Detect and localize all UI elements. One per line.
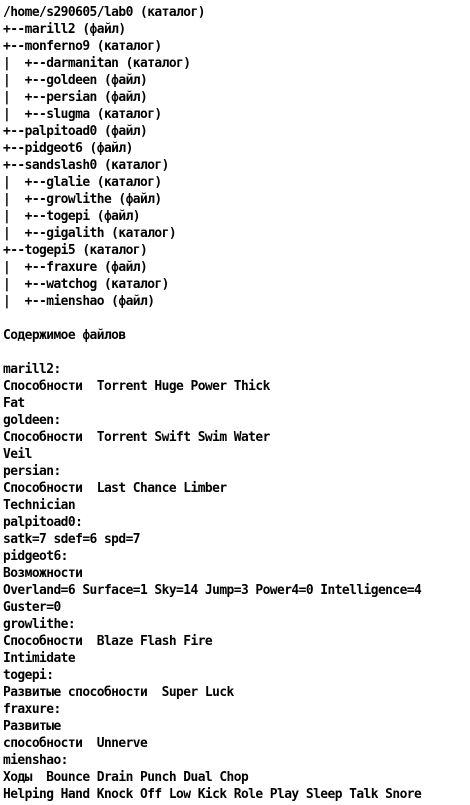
terminal-line: +--monferno9 (каталог) (3, 39, 162, 54)
terminal-line: +--marill2 (файл) (3, 22, 126, 37)
terminal-line: Overland=6 Surface=1 Sky=14 Jump=3 Power… (3, 583, 422, 598)
terminal-line (3, 344, 470, 361)
terminal-line: | +--mienshao (файл) (3, 294, 155, 309)
terminal-line: Способности Blaze Flash Fire (3, 634, 213, 649)
terminal-line: Развитые (3, 719, 61, 734)
terminal-line: growlithe: (3, 617, 76, 632)
terminal-line: Возможности (3, 566, 83, 581)
terminal-line: | +--growlithe (файл) (3, 192, 162, 207)
terminal-line: способности Unnerve (3, 736, 148, 751)
terminal-line: Способности Last Chance Limber (3, 481, 227, 496)
terminal-line: Способности Torrent Huge Power Thick (3, 379, 270, 394)
terminal-line: mienshao: (3, 753, 68, 768)
terminal-line: /home/s290605/lab0 (каталог) (3, 5, 205, 20)
terminal-line: pidgeot6: (3, 549, 68, 564)
terminal-line: goldeen: (3, 413, 61, 428)
terminal-line: | +--fraxure (файл) (3, 260, 148, 275)
terminal-line: persian: (3, 464, 61, 479)
terminal-line: | +--gigalith (каталог) (3, 226, 177, 241)
terminal-line: | +--watchog (каталог) (3, 277, 169, 292)
terminal-line: Fat (3, 396, 25, 411)
terminal-line: | +--darmanitan (каталог) (3, 56, 191, 71)
terminal-line: | +--goldeen (файл) (3, 73, 148, 88)
terminal-line: fraxure: (3, 702, 61, 717)
terminal-line: | +--glalie (каталог) (3, 175, 162, 190)
terminal-line: | +--persian (файл) (3, 90, 148, 105)
terminal-line: Veil (3, 447, 32, 462)
terminal-line: satk=7 sdef=6 spd=7 (3, 532, 141, 547)
terminal-line: | +--slugma (каталог) (3, 107, 162, 122)
terminal-line (3, 310, 470, 327)
terminal-line: Helping Hand Knock Off Low Kick Role Pla… (3, 787, 422, 802)
terminal-line: +--palpitoad0 (файл) (3, 124, 148, 139)
terminal-line: palpitoad0: (3, 515, 83, 530)
terminal-line: +--sandslash0 (каталог) (3, 158, 169, 173)
terminal-line: Способности Torrent Swift Swim Water (3, 430, 270, 445)
terminal-line: Содержимое файлов (3, 328, 126, 343)
terminal-line: Technician (3, 498, 76, 513)
terminal-line: Intimidate (3, 651, 76, 666)
terminal-line: +--togepi5 (каталог) (3, 243, 148, 258)
terminal-line: togepi: (3, 668, 54, 683)
terminal-line: Развитые способности Super Luck (3, 685, 234, 700)
terminal-line: +--pidgeot6 (файл) (3, 141, 133, 156)
terminal-line: Ходы Bounce Drain Punch Dual Chop (3, 770, 249, 785)
terminal-line: | +--togepi (файл) (3, 209, 141, 224)
terminal-line: Guster=0 (3, 600, 61, 615)
terminal-line: marill2: (3, 362, 61, 377)
